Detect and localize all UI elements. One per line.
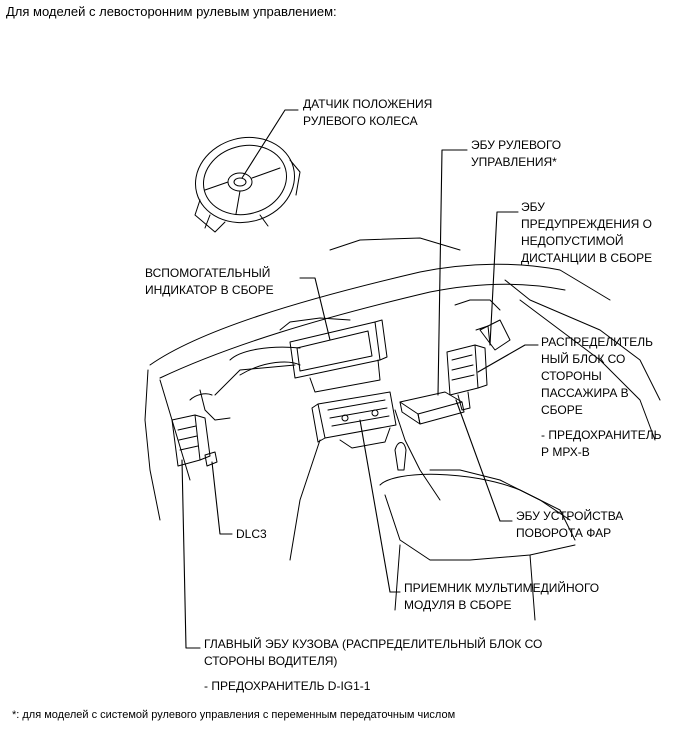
passenger-junction-block-illustration (446, 325, 491, 411)
main-body-ecu-illustration (171, 414, 218, 467)
footnote: *: для моделей с системой рулевого управ… (12, 709, 456, 721)
auxiliary-indicator-illustration (289, 319, 388, 393)
steering-ecu-illustration (399, 391, 465, 425)
label-driver-fuse: - ПРЕДОХРАНИТЕЛЬ D-IG1-1 (204, 679, 371, 693)
label-main-body-ecu: ГЛАВНЫЙ ЭБУ КУЗОВА (РАСПРЕДЕЛИТЕЛЬНЫЙ БЛ… (204, 637, 543, 668)
label-dlc3: DLC3 (236, 527, 267, 541)
page-header: Для моделей с левосторонним рулевым упра… (6, 4, 337, 19)
multimedia-receiver-illustration (311, 391, 397, 449)
steering-wheel-illustration (194, 136, 301, 233)
leader-lines (181, 109, 539, 649)
dashboard-illustration (144, 237, 661, 621)
